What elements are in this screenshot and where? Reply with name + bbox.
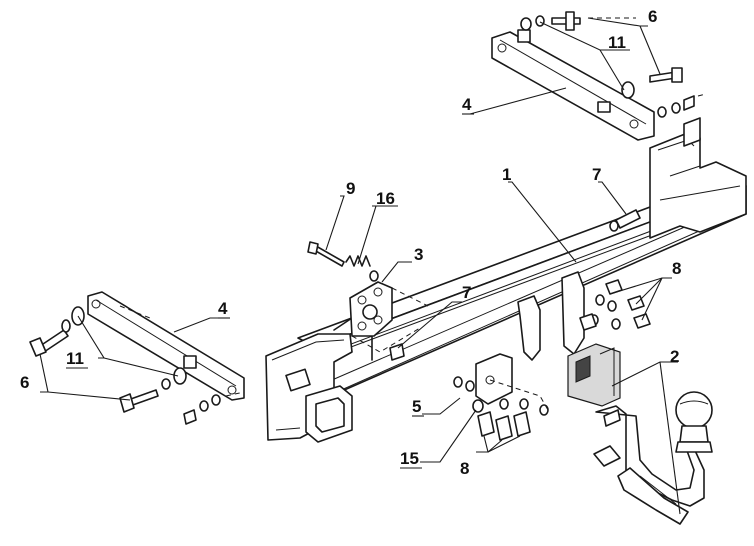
- callout-16: 16: [376, 189, 395, 208]
- callout-6-top: 6: [648, 7, 657, 26]
- right-mounting-plate: [649, 117, 747, 239]
- callout-3: 3: [414, 245, 423, 264]
- center-brackets: [475, 271, 585, 405]
- callout-4-top: 4: [462, 95, 472, 114]
- callout-7-mid: 7: [462, 283, 471, 302]
- callout-11-top: 11: [608, 33, 626, 52]
- callout-7-top: 7: [592, 165, 601, 184]
- center-fasteners: [389, 343, 549, 441]
- callout-4-left: 4: [218, 299, 228, 318]
- callout-underlines: [66, 49, 630, 469]
- callout-5: 5: [412, 397, 421, 416]
- callout-2: 2: [670, 347, 679, 366]
- callout-9: 9: [346, 179, 355, 198]
- callout-1: 1: [502, 165, 511, 184]
- callout-labels: 1 2 3 4 4 5 6 6 7 7 8 8 9 11 11 15 16: [20, 7, 681, 478]
- left-mounting-plate: [265, 317, 373, 443]
- left-side-arm: [29, 291, 245, 425]
- callout-6-left: 6: [20, 373, 29, 392]
- callout-11-left: 11: [66, 349, 84, 368]
- detachable-ball-assembly: [567, 343, 713, 525]
- callout-15: 15: [400, 449, 419, 468]
- callout-8-right: 8: [672, 259, 681, 278]
- top-side-arm: [491, 11, 707, 141]
- callout-8-bottom: 8: [460, 459, 469, 478]
- socket-bracket: [307, 241, 429, 353]
